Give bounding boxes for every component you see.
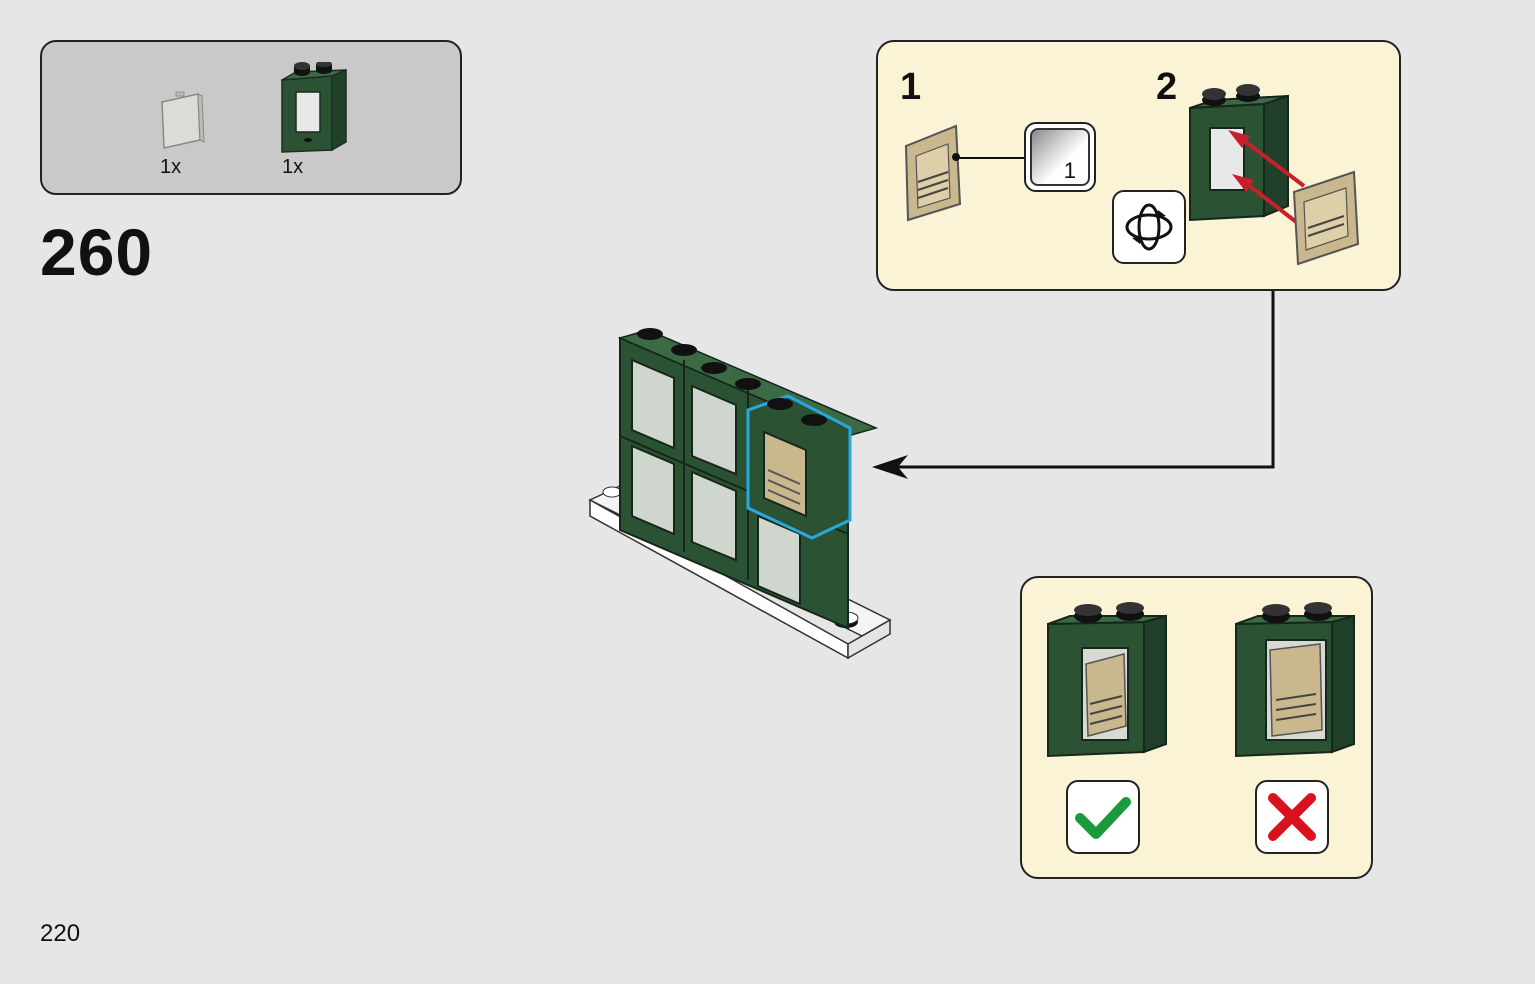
sticker-number: 1 (1063, 158, 1076, 183)
incorrect-orientation-illustration (1232, 600, 1358, 767)
rotate-model-icon (1112, 190, 1186, 264)
callout-connector-arrow (872, 291, 1275, 479)
cross-mark-icon (1255, 780, 1329, 854)
step-number: 260 (40, 215, 154, 289)
substep-1-number: 1 (900, 66, 922, 108)
glass-qty: 1x (160, 156, 182, 178)
window-frame-part (278, 62, 350, 154)
sticker-leader-line (956, 157, 1026, 159)
sticker-leader-dot (952, 153, 960, 161)
substep-2-frame-illustration (1184, 78, 1362, 273)
frame-qty: 1x (282, 156, 304, 178)
highlighted-new-frame (746, 394, 852, 540)
page-number: 220 (40, 920, 81, 947)
substep-callout: 1 1 2 (876, 40, 1401, 291)
correct-orientation-illustration (1044, 600, 1170, 767)
substep-2-number: 2 (1156, 66, 1178, 108)
transparent-glass-part (158, 90, 206, 152)
parts-list-box: 1x 1x (40, 40, 462, 195)
orientation-check-callout (1020, 576, 1373, 879)
sticker-on-glass (902, 122, 964, 229)
check-mark-icon (1066, 780, 1140, 854)
sticker-badge: 1 (1024, 122, 1096, 192)
